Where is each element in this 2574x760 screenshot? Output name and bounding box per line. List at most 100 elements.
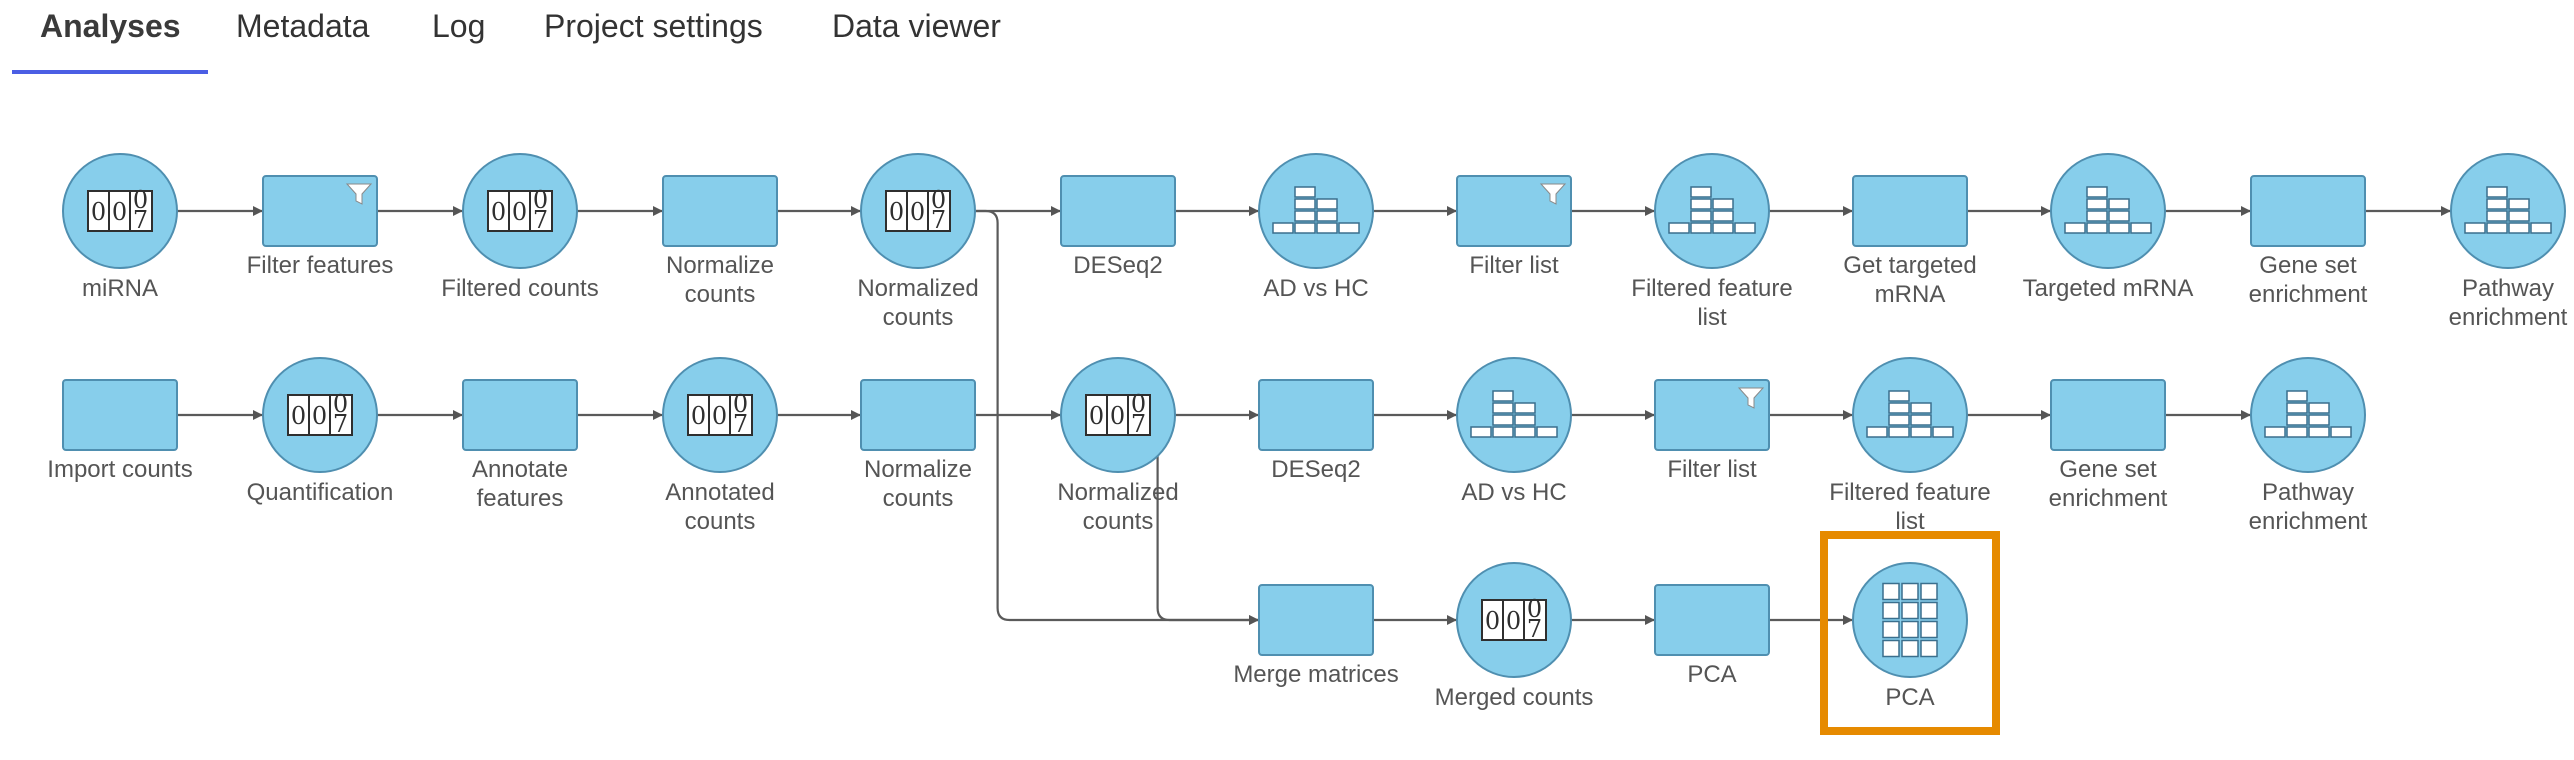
node-label: Get targeted (1843, 252, 1976, 279)
tab-metadata[interactable]: Metadata (236, 8, 370, 44)
filter-icon (345, 183, 373, 205)
filter-icon (1539, 183, 1567, 205)
pipeline-node-n8[interactable]: Filter list (1456, 175, 1572, 279)
node-label: Gene set (2059, 456, 2157, 483)
task-node-box[interactable] (1654, 379, 1770, 451)
task-node-box[interactable] (462, 379, 578, 451)
pipeline-node-n11[interactable]: Targeted mRNA (2023, 153, 2194, 302)
data-node-circle[interactable] (1852, 562, 1968, 678)
task-node-box[interactable] (662, 175, 778, 247)
node-label: Filter list (1469, 252, 1559, 279)
data-node-circle[interactable] (2050, 153, 2166, 269)
tab-analyses[interactable]: Analyses (40, 8, 181, 44)
node-label: Normalized (857, 275, 978, 302)
pipeline-node-m9[interactable]: Filter list (1654, 379, 1770, 483)
feature-list-icon (2264, 390, 2352, 438)
task-node-box[interactable] (1258, 584, 1374, 656)
task-node-box[interactable] (1654, 584, 1770, 656)
node-label: enrichment (2049, 485, 2168, 512)
node-label: miRNA (82, 275, 158, 302)
task-node-box[interactable] (2050, 379, 2166, 451)
tab-bar: Analyses Metadata Log Project settings D… (0, 0, 2574, 80)
svg-text:0: 0 (512, 198, 527, 226)
data-node-circle[interactable] (1258, 153, 1374, 269)
tab-log[interactable]: Log (432, 8, 486, 44)
node-label: counts (1083, 508, 1154, 535)
node-label: list (1697, 304, 1727, 331)
node-label: Quantification (247, 479, 394, 506)
svg-text:7: 7 (1527, 615, 1542, 643)
svg-text:7: 7 (733, 410, 748, 438)
pipeline-node-n6[interactable]: DESeq2 (1060, 175, 1176, 279)
node-label: counts (685, 508, 756, 535)
pipeline-node-p3[interactable]: PCA (1654, 584, 1770, 688)
pipeline-edges (177, 206, 2451, 625)
node-label: Filtered feature (1829, 479, 1990, 506)
pipeline-node-m8[interactable]: AD vs HC (1456, 357, 1572, 506)
svg-text:0: 0 (1506, 607, 1521, 635)
task-node-box[interactable] (1258, 379, 1374, 451)
svg-text:7: 7 (333, 410, 348, 438)
task-node-box[interactable] (1456, 175, 1572, 247)
pipeline-node-m7[interactable]: DESeq2 (1258, 379, 1374, 483)
svg-text:7: 7 (931, 206, 946, 234)
task-node-box[interactable] (1852, 175, 1968, 247)
node-label: Filtered feature (1631, 275, 1792, 302)
svg-text:0: 0 (1485, 607, 1500, 635)
active-tab-indicator (12, 70, 208, 74)
feature-list-icon (1866, 390, 1954, 438)
task-node-box[interactable] (262, 175, 378, 247)
data-node-circle[interactable] (2250, 357, 2366, 473)
filter-icon (1737, 387, 1765, 409)
svg-text:0: 0 (91, 198, 106, 226)
svg-text:0: 0 (1131, 390, 1146, 418)
svg-text:0: 0 (312, 402, 327, 430)
svg-text:0: 0 (491, 198, 506, 226)
pipeline-node-n2[interactable]: Filter features (247, 175, 394, 279)
task-node-box[interactable] (860, 379, 976, 451)
tab-project-settings[interactable]: Project settings (544, 8, 763, 44)
node-label: Normalize (666, 252, 774, 279)
pipeline-node-p4[interactable]: PCA (1820, 531, 2000, 735)
pipeline-node-n7[interactable]: AD vs HC (1258, 153, 1374, 302)
svg-text:0: 0 (112, 198, 127, 226)
task-node-box[interactable] (2250, 175, 2366, 247)
node-label: DESeq2 (1073, 252, 1162, 279)
feature-list-icon (2464, 186, 2552, 234)
svg-text:7: 7 (1131, 410, 1146, 438)
tab-data-viewer[interactable]: Data viewer (832, 8, 1001, 44)
task-node-box[interactable] (1060, 175, 1176, 247)
node-label: Targeted mRNA (2023, 275, 2194, 302)
pipeline-node-p1[interactable]: Merge matrices (1233, 584, 1399, 688)
data-node-circle[interactable] (1654, 153, 1770, 269)
data-node-circle[interactable] (2450, 153, 2566, 269)
node-label: Filter features (247, 252, 394, 279)
data-node-circle[interactable] (1852, 357, 1968, 473)
data-node-circle[interactable] (1456, 357, 1572, 473)
svg-text:0: 0 (889, 198, 904, 226)
node-label: features (477, 485, 564, 512)
task-node-box[interactable] (62, 379, 178, 451)
svg-text:0: 0 (1089, 402, 1104, 430)
pipeline-node-m1[interactable]: Import counts (47, 379, 193, 483)
